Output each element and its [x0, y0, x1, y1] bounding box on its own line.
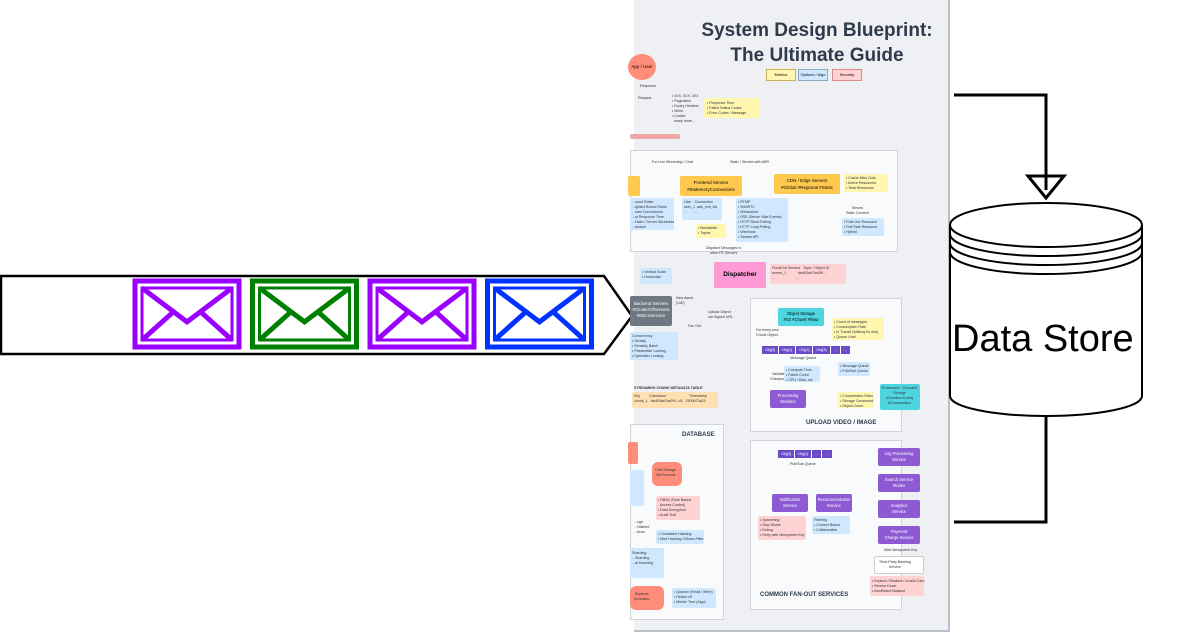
fanout-section-label: COMMON FAN-OUT SERVICES	[760, 592, 849, 598]
response-label: Response	[640, 84, 657, 88]
gateway-bar	[630, 134, 680, 139]
data-store-label: Data Store	[952, 318, 1134, 360]
object-storage-node: Object Storage #S3 #Chunk #Raw	[778, 308, 824, 326]
upload-section-label: UPLOAD VIDEO / IMAGE	[806, 420, 877, 426]
backend-servers-node: Backend Servers #ClusterOfServers #Micro…	[630, 296, 672, 326]
recommendation-options: Filtering • Content Based • Collaborativ…	[812, 516, 850, 534]
lb-algorithms: ...ound Robin ...ighted Round Robin ...e…	[630, 198, 675, 230]
mq-options: • Message Queue • Pub/Sub Queue	[838, 362, 870, 376]
frontend-servers-node: Frontend Servers #InMemoryConnections	[680, 176, 742, 196]
analytics-service-node: Analytics Service	[878, 500, 920, 518]
database-section-label: DATABASE	[682, 432, 715, 438]
tag-security: Security	[832, 69, 862, 81]
dispatcher-node: Dispatcher	[714, 262, 766, 288]
cylinder-ring-1	[949, 233, 1143, 257]
static-stream-label: Static / Stream with ABR	[730, 160, 770, 164]
compute-metrics: • Compute Time • Failed Count • CPU / Di…	[784, 366, 820, 382]
quorum-options: • Quorum (Read / Write) • Hinted off • M…	[672, 588, 716, 608]
search-service-node: Search Service #Index	[878, 474, 920, 492]
pubsub-queue-cell: ...	[822, 450, 832, 458]
rbac-security: • RBAC (Role Based Access Control) • Dat…	[656, 496, 700, 520]
tag-metrics: Metrics	[766, 69, 796, 81]
message-queue-label: Message Queue	[790, 356, 817, 360]
processed-storage-node: Processed + Encoded Storage #Ceonics #Lo…	[880, 384, 920, 410]
scale-options: • Vertical Scale • Horizontal	[640, 268, 672, 284]
app-user-node: App / User	[628, 54, 656, 80]
input-arrow-head	[1024, 174, 1068, 201]
lb-node	[628, 176, 640, 196]
validate-checksum-label: Validate Checksum	[770, 372, 787, 381]
cold-storage-node: Cold Storage Old Records	[652, 462, 682, 486]
message-queue-cell: Obj[1]	[779, 346, 796, 354]
response-metrics: • Response Time • Failed Status Codes • …	[704, 98, 760, 118]
dispatcher-table: FrontEnd Servers Topic / Object ID serve…	[770, 264, 846, 284]
cylinder-ring-2	[949, 242, 1143, 266]
recommendation-service-node: Recommendation Service	[816, 494, 852, 512]
request-label: Request	[638, 96, 652, 100]
for-every-chunk-label: For every new Chunk Object	[756, 328, 779, 337]
streaming-table: Key Checksum Timestamp chunk_1 ded53ab7b…	[632, 392, 718, 408]
envelope-icon	[132, 278, 242, 350]
message-queue-cell: Obj[0]	[762, 346, 779, 354]
message-queue-cells: Obj[0]Obj[1]Obj[2]Obj[3]......	[762, 346, 850, 354]
poster-title: System Design Blueprint: The Ultimate Gu…	[692, 18, 942, 68]
pubsub-queue-cell: Obj[0]	[778, 450, 795, 458]
message-queue-cell: Obj[3]	[813, 346, 830, 354]
pubsub-queue-cell: Obj[1]	[795, 450, 812, 458]
processing-workers-node: Processing Workers	[770, 390, 806, 408]
envelope-icon	[367, 278, 477, 350]
payment-errors: • Expired / Blocked / Invalid Card • Ser…	[870, 576, 924, 596]
poster-title-line2: The Ultimate Guide	[730, 45, 904, 66]
pubsub-queue-cells: Obj[0]Obj[1]......	[778, 450, 832, 458]
notification-options: • Spamming • Stop Works • Debug • Retry …	[758, 516, 806, 540]
data-store-diagram	[949, 93, 1143, 524]
live-streaming-label: For Live Streaming / Chat	[652, 160, 693, 164]
pubsub-queue-label: Pub/Sub Queue	[790, 462, 816, 466]
replicas-node: Replicas #Creation	[630, 586, 664, 610]
message-queue-cell: Obj[2]	[796, 346, 813, 354]
response-list: • 4XX, 5XX, 3XX • Pagination • Expiry He…	[672, 94, 699, 123]
hashing-options: • Consistent Hashing • Mod Hashing / Blo…	[656, 530, 704, 544]
cdn-servers-node: CDN / Edge Servers #Global #Regional #St…	[774, 174, 840, 194]
db-side-panel	[630, 470, 644, 506]
envelope-icon	[250, 278, 359, 350]
new-asset-label: New Asset (UID)	[676, 296, 693, 305]
protocol-list: • RTMP • WebRTC • Websocket • SSE (Serve…	[736, 198, 788, 242]
dispatch-messages-label: Dispatch Messages to other FE Servers	[706, 246, 742, 255]
cylinder-top	[949, 202, 1143, 248]
tag-options: Options / Algo	[798, 69, 828, 81]
cdn-metrics: • Cache Miss Outs • Active Resources • T…	[844, 174, 888, 192]
notification-service-node: Notification Service	[772, 494, 808, 512]
serves-list: • Push the Resource • Pull Rate Resource…	[842, 218, 884, 236]
user-connection-table: User Connection user_1 ads_xmt_ids ... .…	[682, 198, 722, 220]
output-line	[954, 416, 1048, 524]
upload-object-label: Upload Object via Signed URL	[708, 310, 733, 319]
idempotent-key-label: With Idempotent Key	[884, 548, 918, 552]
envelope-group	[132, 278, 594, 350]
db-node	[628, 442, 638, 464]
envelope-icon	[485, 278, 594, 350]
poster-title-line1: System Design Blueprint:	[701, 20, 933, 41]
message-queue-cell: ...	[840, 346, 850, 354]
third-party-banking-node: Third-Party Banking Service	[874, 556, 924, 574]
sharding-options: Sharding ...Sharding ...al Sharding	[630, 548, 664, 578]
bandwidth-metrics: • Bandwidth • Topics	[696, 224, 726, 238]
db-side-text: ...nge ...Hashed ...tions	[634, 520, 650, 534]
message-queue-cell: ...	[830, 346, 840, 354]
serves-static-label: Serves Static Content	[846, 206, 869, 215]
system-design-poster: System Design Blueprint: The Ultimate Gu…	[628, 0, 950, 632]
fan-out-label: Fan Out	[688, 324, 701, 328]
cylinder-ring-3	[949, 251, 1143, 275]
queue-metrics: • Count of messages • Consumption Rate •…	[832, 318, 884, 340]
concurrency-options: Concurrency • Serially • Sensibly Batch …	[630, 332, 678, 360]
cylinder-body	[949, 225, 1143, 417]
compression-metrics: • Compression Ratio • Storage Consumed •…	[838, 392, 874, 408]
message-queue-diagram	[0, 274, 634, 356]
streaming-table-title: STREAMING CHUNK METADATA TABLE	[634, 386, 703, 390]
payment-service-node: Payment Charge Service	[878, 526, 920, 544]
input-arrow-line	[954, 93, 1048, 190]
pubsub-queue-cell: ...	[812, 450, 822, 458]
log-service-node: Log Processing Service	[878, 448, 920, 466]
